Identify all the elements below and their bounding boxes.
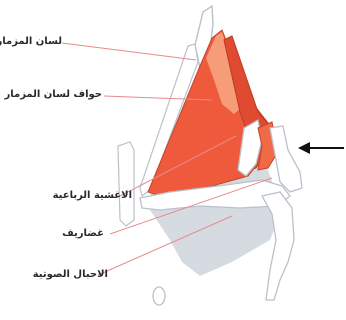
- label-cartilages: غضاريف: [62, 228, 104, 240]
- label-vocal-folds: الاحبال الصوتية: [33, 269, 108, 281]
- label-epiglottis: لسان المزمار: [0, 36, 62, 48]
- small-cartilage-oval: [153, 287, 165, 305]
- corniculate-cartilage: [270, 126, 302, 192]
- label-epiglottis-edges: حواف لسان المزمار: [4, 89, 102, 101]
- pointer-arrow-head: [298, 142, 310, 154]
- cricoid-left-edge: [118, 142, 134, 226]
- leader-epiglottis: [62, 43, 196, 60]
- label-quadrangular-membrane: الاغشية الرباعية: [53, 190, 132, 202]
